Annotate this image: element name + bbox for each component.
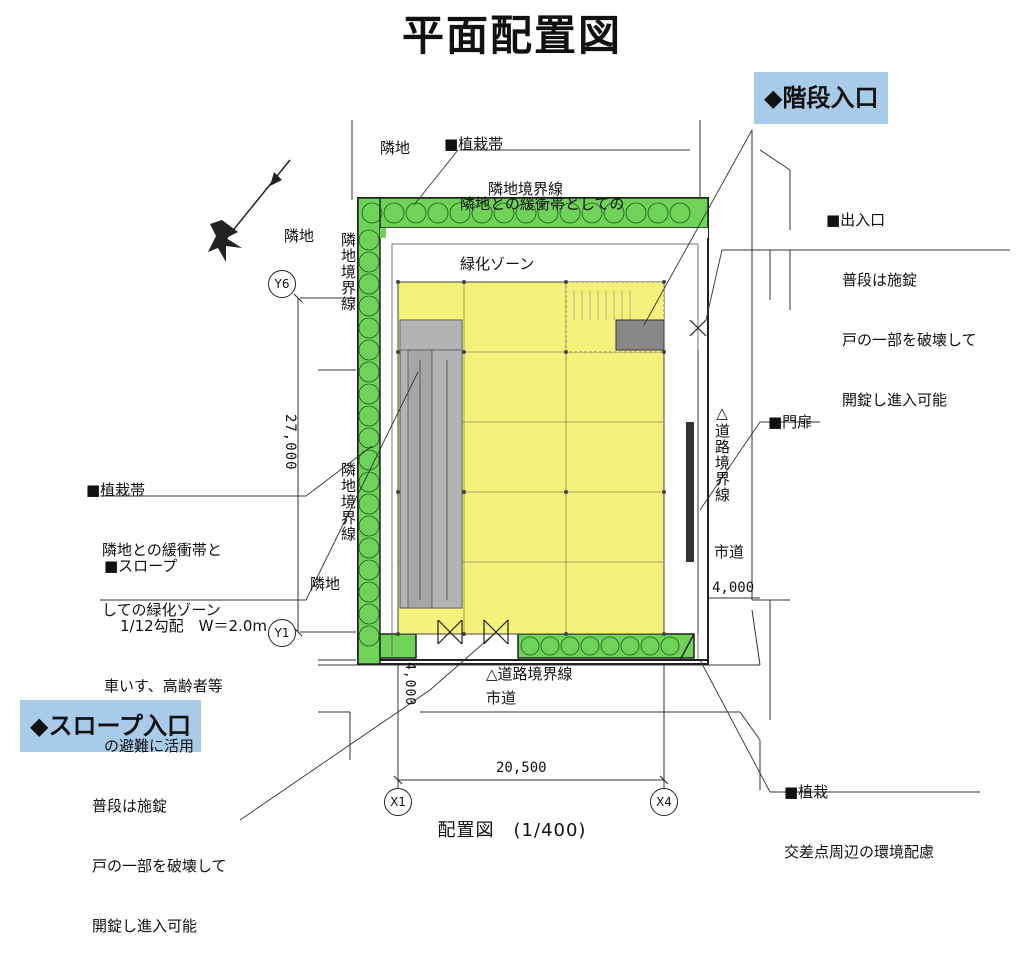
label-line: 開錠し進入可能	[842, 391, 948, 409]
neighbor-boundary-top-label: 隣地境界線	[488, 180, 564, 198]
label-line: ■植栽帯	[444, 135, 504, 153]
slope-lock-label: 普段は施錠 戸の一部を破壊して 開錠し進入可能	[92, 756, 227, 956]
city-road-right-label: 市道	[714, 543, 745, 561]
axis-marker-y1: Y1	[268, 619, 296, 647]
label-line: 車いす、高齢者等	[104, 677, 223, 695]
axis-marker-x4: X4	[650, 788, 678, 816]
neighbor-boundary-left-label-upper: 隣地境界線	[339, 232, 357, 312]
label-line: ■植栽	[784, 783, 829, 801]
neighbor-top-label: 隣地	[380, 139, 411, 157]
planting-strip	[357, 197, 709, 665]
label-line: 隣地との緩衝帯と	[102, 541, 222, 559]
building-footprint	[396, 280, 666, 636]
entrance-label: ■出入口 普段は施錠 戸の一部を破壊して 開錠し進入可能	[826, 170, 977, 430]
label-line: 緑化ゾーン	[460, 255, 535, 273]
label-line: 隣地との緩衝帯としての	[460, 195, 625, 213]
road-width-bottom: 4,000	[402, 662, 417, 707]
label-line: ■出入口	[826, 211, 886, 229]
drawing-caption: 配置図 (1/400)	[437, 820, 587, 841]
planting-left-label: ■植栽帯 隣地との緩衝帯と しての緑化ゾーン	[86, 440, 222, 640]
planting-corner-label: ■植栽 交差点周辺の環境配慮	[784, 742, 934, 882]
neighbor-left-label: 隣地	[284, 227, 315, 245]
label-line: 戸の一部を破壊して	[92, 857, 227, 875]
page-title: 平面配置図	[401, 11, 622, 60]
slope-entrance-callout: ◆スロープ入口	[20, 700, 202, 752]
site-plan-drawing	[100, 120, 1010, 821]
axis-marker-x1: X1	[384, 788, 412, 816]
neighbor-bottom-left-label: 隣地	[310, 575, 341, 593]
label-line: ■植栽帯	[86, 481, 146, 499]
axis-marker-y6: Y6	[268, 270, 296, 298]
neighbor-boundary-left-label-lower: 隣地境界線	[339, 462, 357, 542]
label-line: ■スロープ	[104, 557, 178, 575]
label-line: の避難に活用	[104, 737, 195, 755]
gate-icon	[686, 422, 694, 562]
height-dimension: 27,000	[282, 414, 298, 471]
label-line: 普段は施錠	[92, 797, 168, 815]
north-arrow-icon	[208, 159, 291, 262]
door-icon	[437, 319, 707, 645]
slope-label: ■スロープ 1/12勾配 W＝2.0m 車いす、高齢者等 の避難に活用	[104, 516, 267, 776]
label-line: 戸の一部を破壊して	[842, 331, 977, 349]
label-line: 普段は施錠	[842, 271, 918, 289]
road-boundary-bottom-label: △道路境界線	[486, 665, 573, 683]
gate-label: ■門扉	[768, 413, 813, 431]
city-road-bottom-label: 市道	[486, 689, 517, 707]
road-width-right: 4,000	[712, 580, 755, 596]
width-dimension: 20,500	[496, 760, 547, 776]
planting-top-label: ■植栽帯 隣地との緩衝帯としての 緑化ゾーン	[444, 94, 624, 294]
label-line: しての緑化ゾーン	[102, 601, 221, 619]
label-line: 1/12勾配 W＝2.0m	[120, 617, 267, 635]
road-boundary-right-label: △道路境界線	[713, 404, 731, 503]
label-line: 開錠し進入可能	[92, 917, 198, 935]
stair-entrance-callout: ◆階段入口	[754, 72, 889, 124]
label-line: 交差点周辺の環境配慮	[784, 843, 935, 861]
